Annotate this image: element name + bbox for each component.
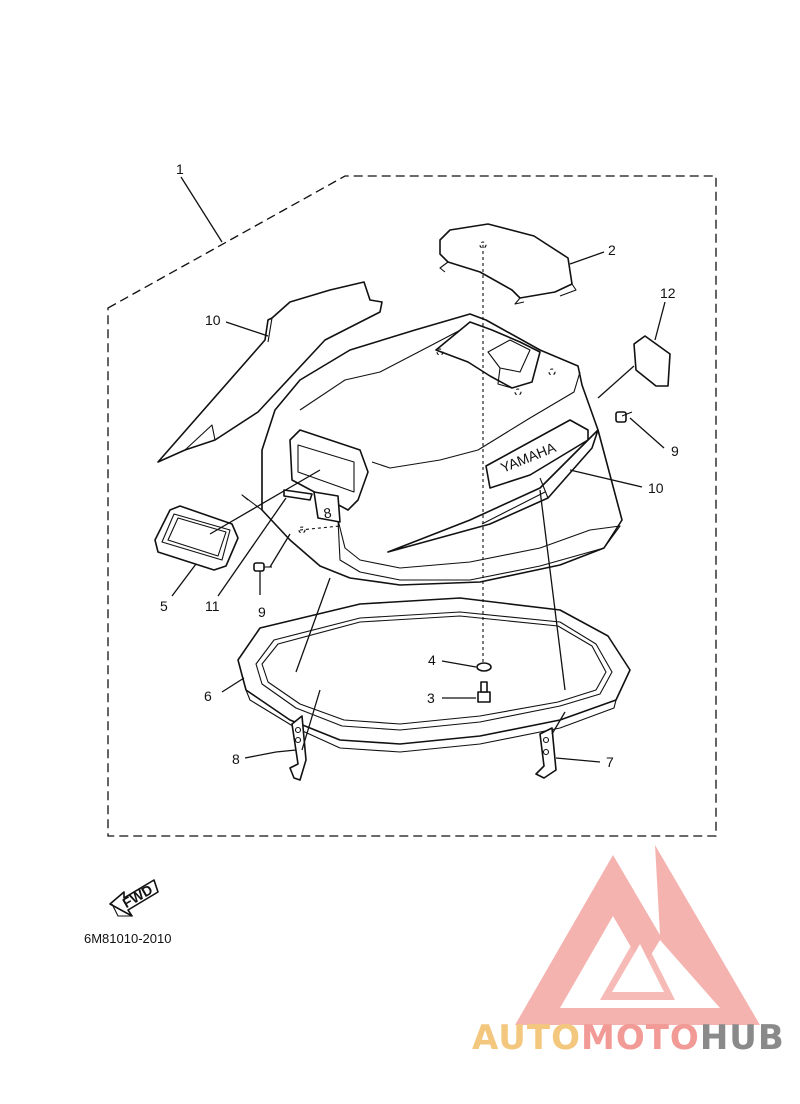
screw-hole-left (298, 526, 306, 534)
intake-hole-rear (548, 368, 556, 376)
bracket-right-hole-2 (542, 748, 550, 756)
model-decal: 8 (313, 491, 341, 523)
model-decal-text: 8 (322, 504, 333, 521)
callout-9-right: 9 (671, 443, 679, 459)
screw-right (615, 411, 633, 423)
callout-10-right: 10 (648, 480, 664, 496)
fwd-arrow-icon: FWD (109, 879, 159, 917)
bolt (477, 681, 491, 703)
screw-left (253, 562, 272, 572)
washer (476, 662, 492, 672)
top-cap-detail (439, 261, 577, 305)
top-cap (439, 223, 573, 299)
callout-10-left: 10 (205, 312, 221, 328)
cowling-top-surface (299, 324, 581, 469)
bracket-left (289, 715, 307, 781)
cowling-side-edge (241, 450, 263, 511)
bracket-left-hole-1 (294, 726, 302, 734)
watermark-part-moto: MOTO (580, 1018, 700, 1058)
callout-9-left: 9 (258, 604, 266, 620)
small-badge (283, 489, 313, 501)
top-cap-hole (479, 241, 487, 249)
callout-7: 7 (606, 754, 614, 770)
bracket-right (535, 727, 557, 779)
plug-cover (633, 335, 671, 387)
screw-left-guide (299, 525, 341, 531)
callout-6: 6 (204, 688, 212, 704)
bracket-left-guide (301, 689, 321, 751)
air-intake-duct (487, 339, 531, 389)
bracket-right-hole-1 (542, 736, 550, 744)
assembly-boundary (107, 175, 717, 837)
callout-12: 12 (660, 285, 676, 301)
right-stripe-decal-line (481, 477, 549, 525)
bracket-right-guide (551, 711, 566, 735)
callout-8: 8 (232, 751, 240, 767)
watermark-part-hub: HUB (699, 1018, 785, 1058)
callout-2: 2 (608, 242, 616, 258)
gasket-guide-left (295, 577, 331, 673)
left-stripe-decal (157, 281, 383, 463)
watermark-logo (515, 845, 760, 1025)
callout-3: 3 (427, 690, 435, 706)
cowling-lower-trim (337, 519, 621, 581)
window-frame (154, 505, 239, 571)
part-number: 6M81010-2010 (84, 931, 171, 946)
left-stripe-decal-edge (184, 317, 273, 451)
leader-lines (171, 176, 666, 763)
callout-5: 5 (160, 598, 168, 614)
callout-4: 4 (428, 652, 436, 668)
intake-hole-right (514, 388, 522, 396)
watermark-text: AUTOMOTOHUB (472, 1018, 785, 1058)
watermark-part-auto: AUTO (472, 1018, 581, 1058)
gasket-guide-right (539, 489, 566, 691)
cowling-window-inner (297, 444, 355, 493)
bracket-left-hole-2 (294, 736, 302, 744)
callout-1: 1 (176, 161, 184, 177)
callout-11: 11 (205, 598, 220, 614)
intake-hole-left (436, 348, 444, 356)
right-stripe-decal (387, 429, 599, 553)
air-intake (435, 321, 541, 389)
